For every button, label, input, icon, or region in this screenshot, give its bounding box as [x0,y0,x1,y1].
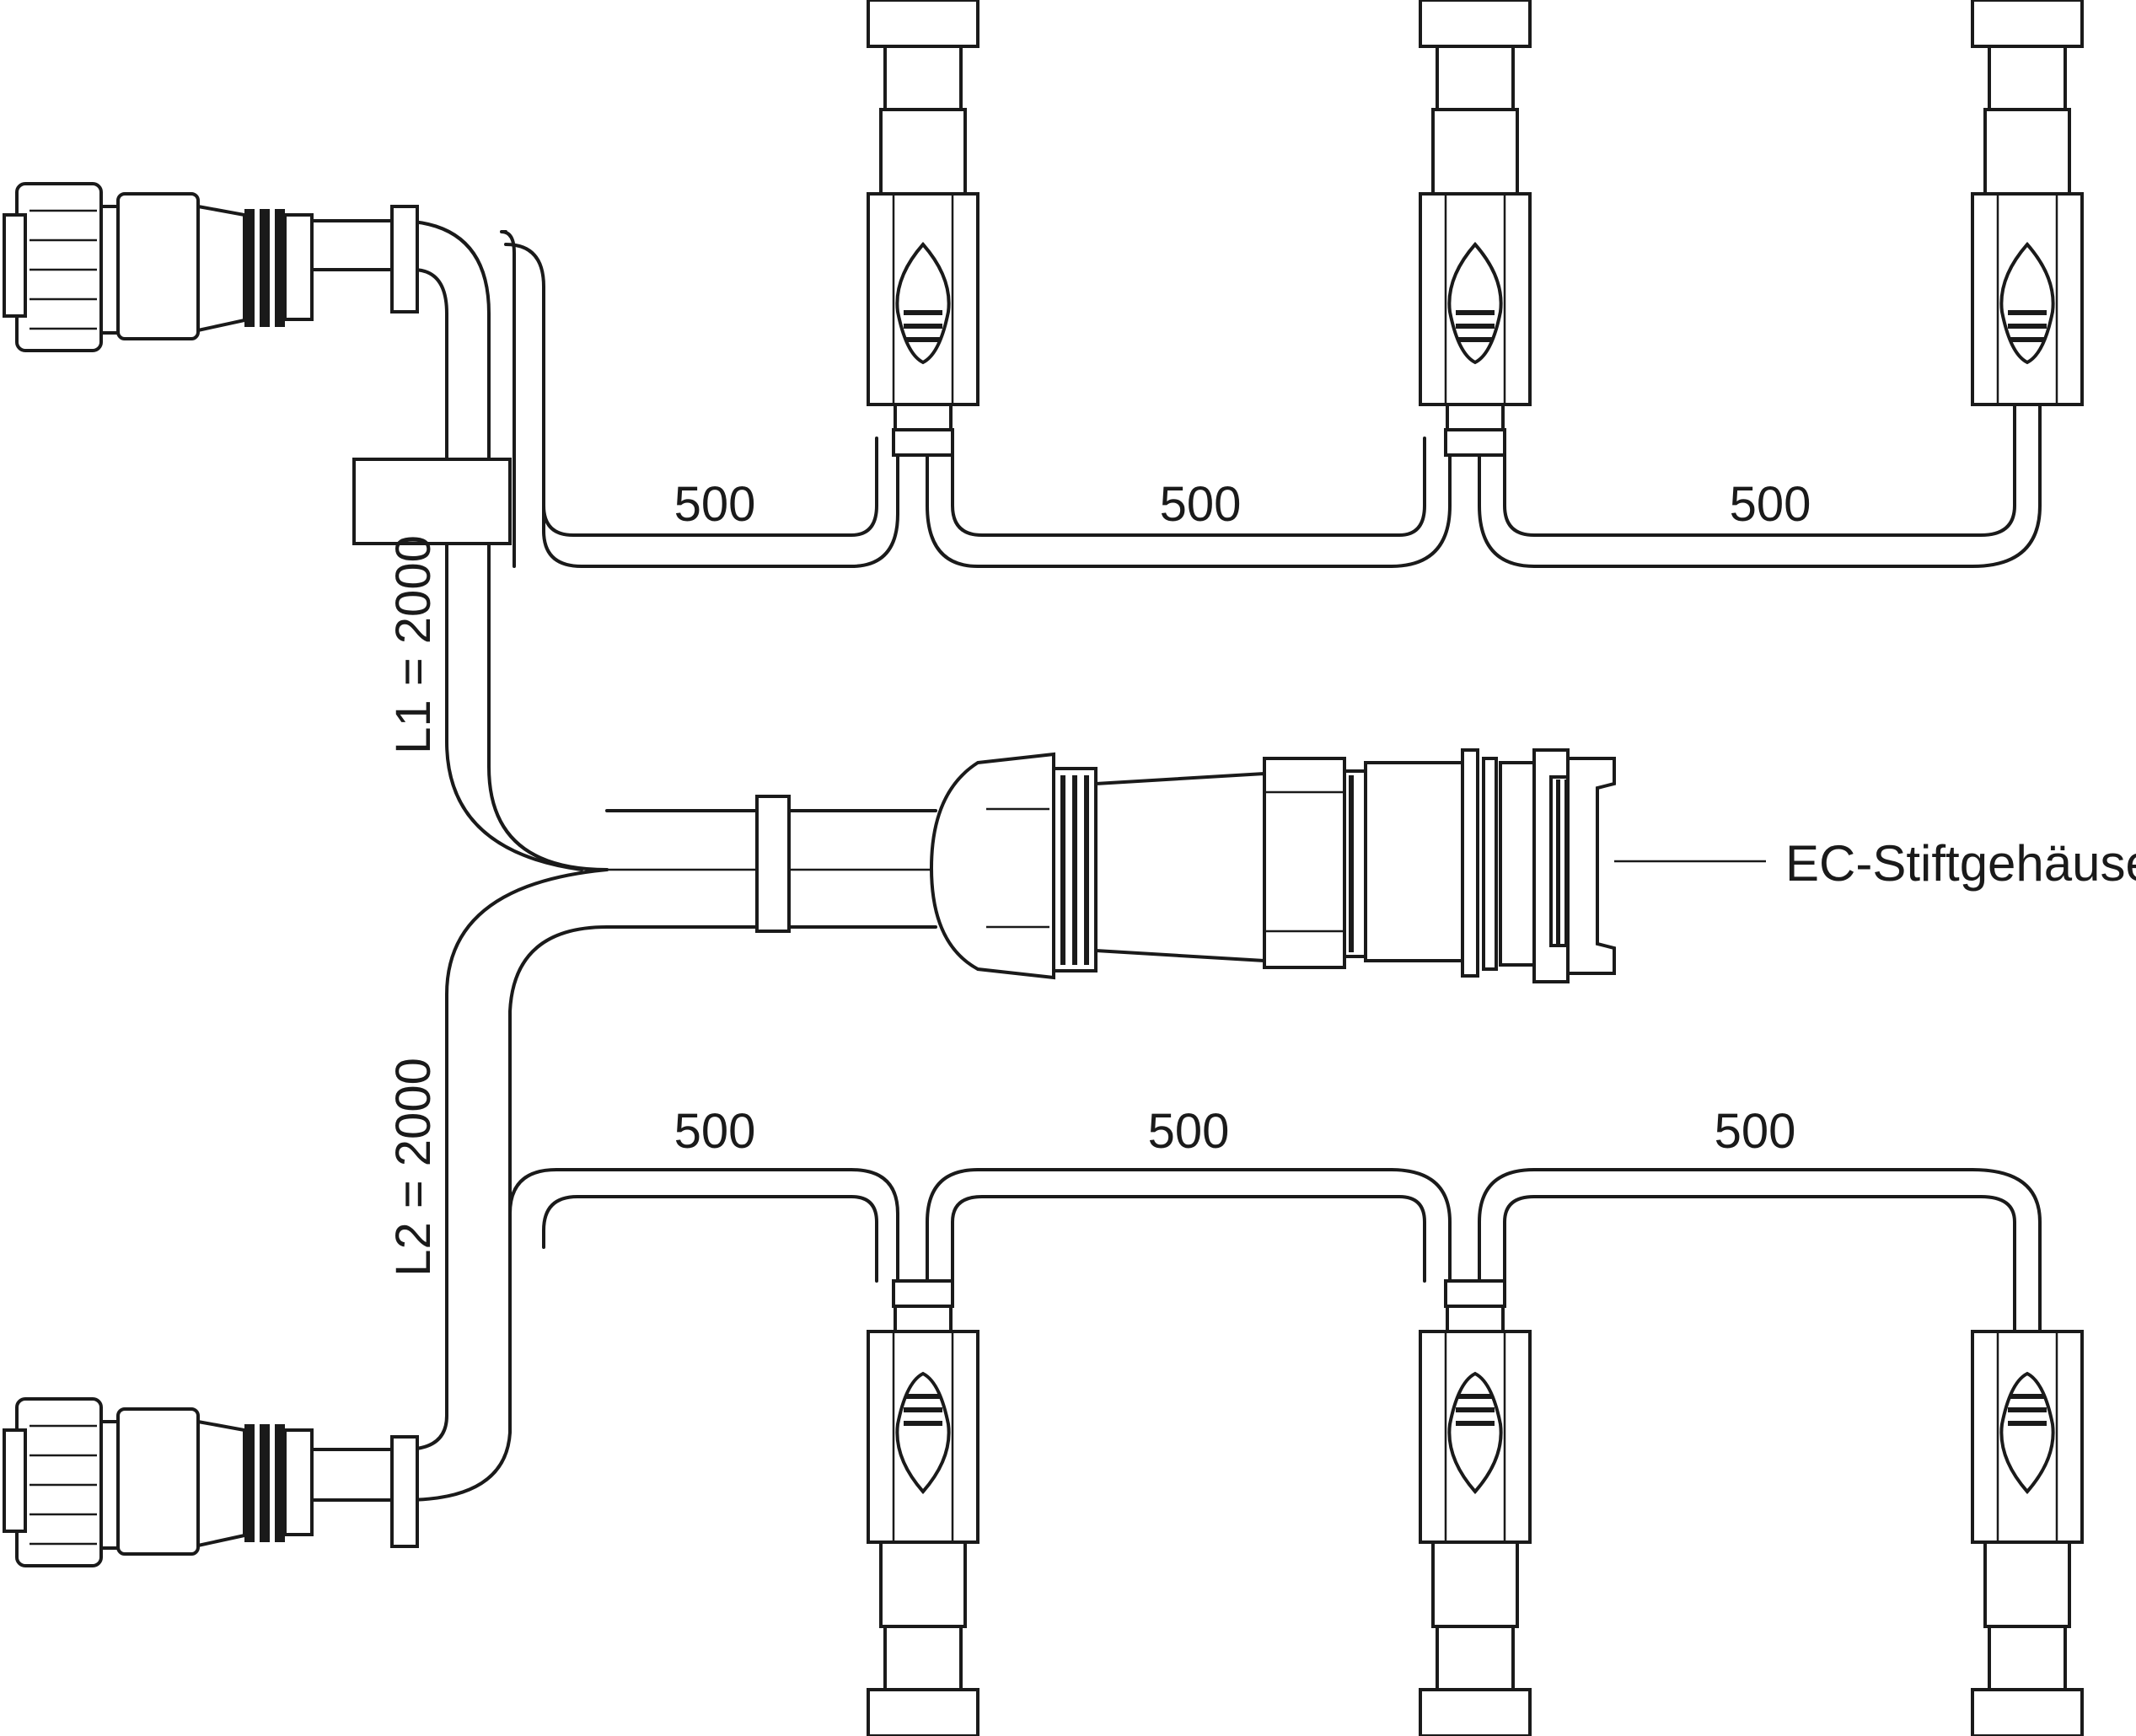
l1-length-label: L1 = 2000 [386,535,441,754]
bottom-left-round-connector [3,1397,419,1567]
lower-branch-inner [542,1195,878,1283]
top-left-round-connector [3,182,419,352]
lower-branch-seg3 [1478,1168,2042,1333]
lower-branch-seg3-inner [1503,1195,2016,1333]
upper-branch-seg3 [1478,403,2042,568]
l2-length-label: L2 = 2000 [386,1058,441,1277]
lower-branch-outer [508,1168,899,1283]
upper-plug-3 [1971,0,2084,406]
lower-length-2: 500 [1148,1104,1230,1159]
upper-branch-band-inner [542,437,878,537]
upper-plug-2 [1419,0,1532,457]
lower-length-3: 500 [1715,1104,1796,1159]
lower-length-1: 500 [674,1104,756,1159]
upper-branch-seg2 [926,437,1452,568]
trunk-cables [310,219,937,1502]
lower-branch-seg2 [926,1168,1452,1283]
upper-branch [500,230,2042,568]
l2-cable-inner [310,925,609,1502]
upper-length-1: 500 [674,477,756,532]
upper-length-3: 500 [1730,477,1811,532]
upper-length-2: 500 [1160,477,1242,532]
upper-plug-1 [867,0,979,457]
l1-cable-inner [310,268,583,871]
lower-plug-1 [867,1279,979,1736]
upper-branch-seg3-inner [1503,403,2016,537]
upper-branch-seg2-inner [951,437,1426,537]
upper-branch-inner [500,230,516,568]
lower-branch [508,1168,2042,1333]
l2-cable-outer [310,868,609,1451]
junction-clip [755,795,791,933]
upper-branch-outer [504,243,899,568]
ec-housing-connector [929,748,1616,983]
l1-sleeve [352,458,512,545]
lower-plug-3 [1971,1330,2084,1736]
lower-plug-2 [1419,1279,1532,1736]
ec-housing-label: EC-Stiftgehäuse [1785,835,2136,892]
lower-branch-seg2-inner [951,1195,1426,1283]
